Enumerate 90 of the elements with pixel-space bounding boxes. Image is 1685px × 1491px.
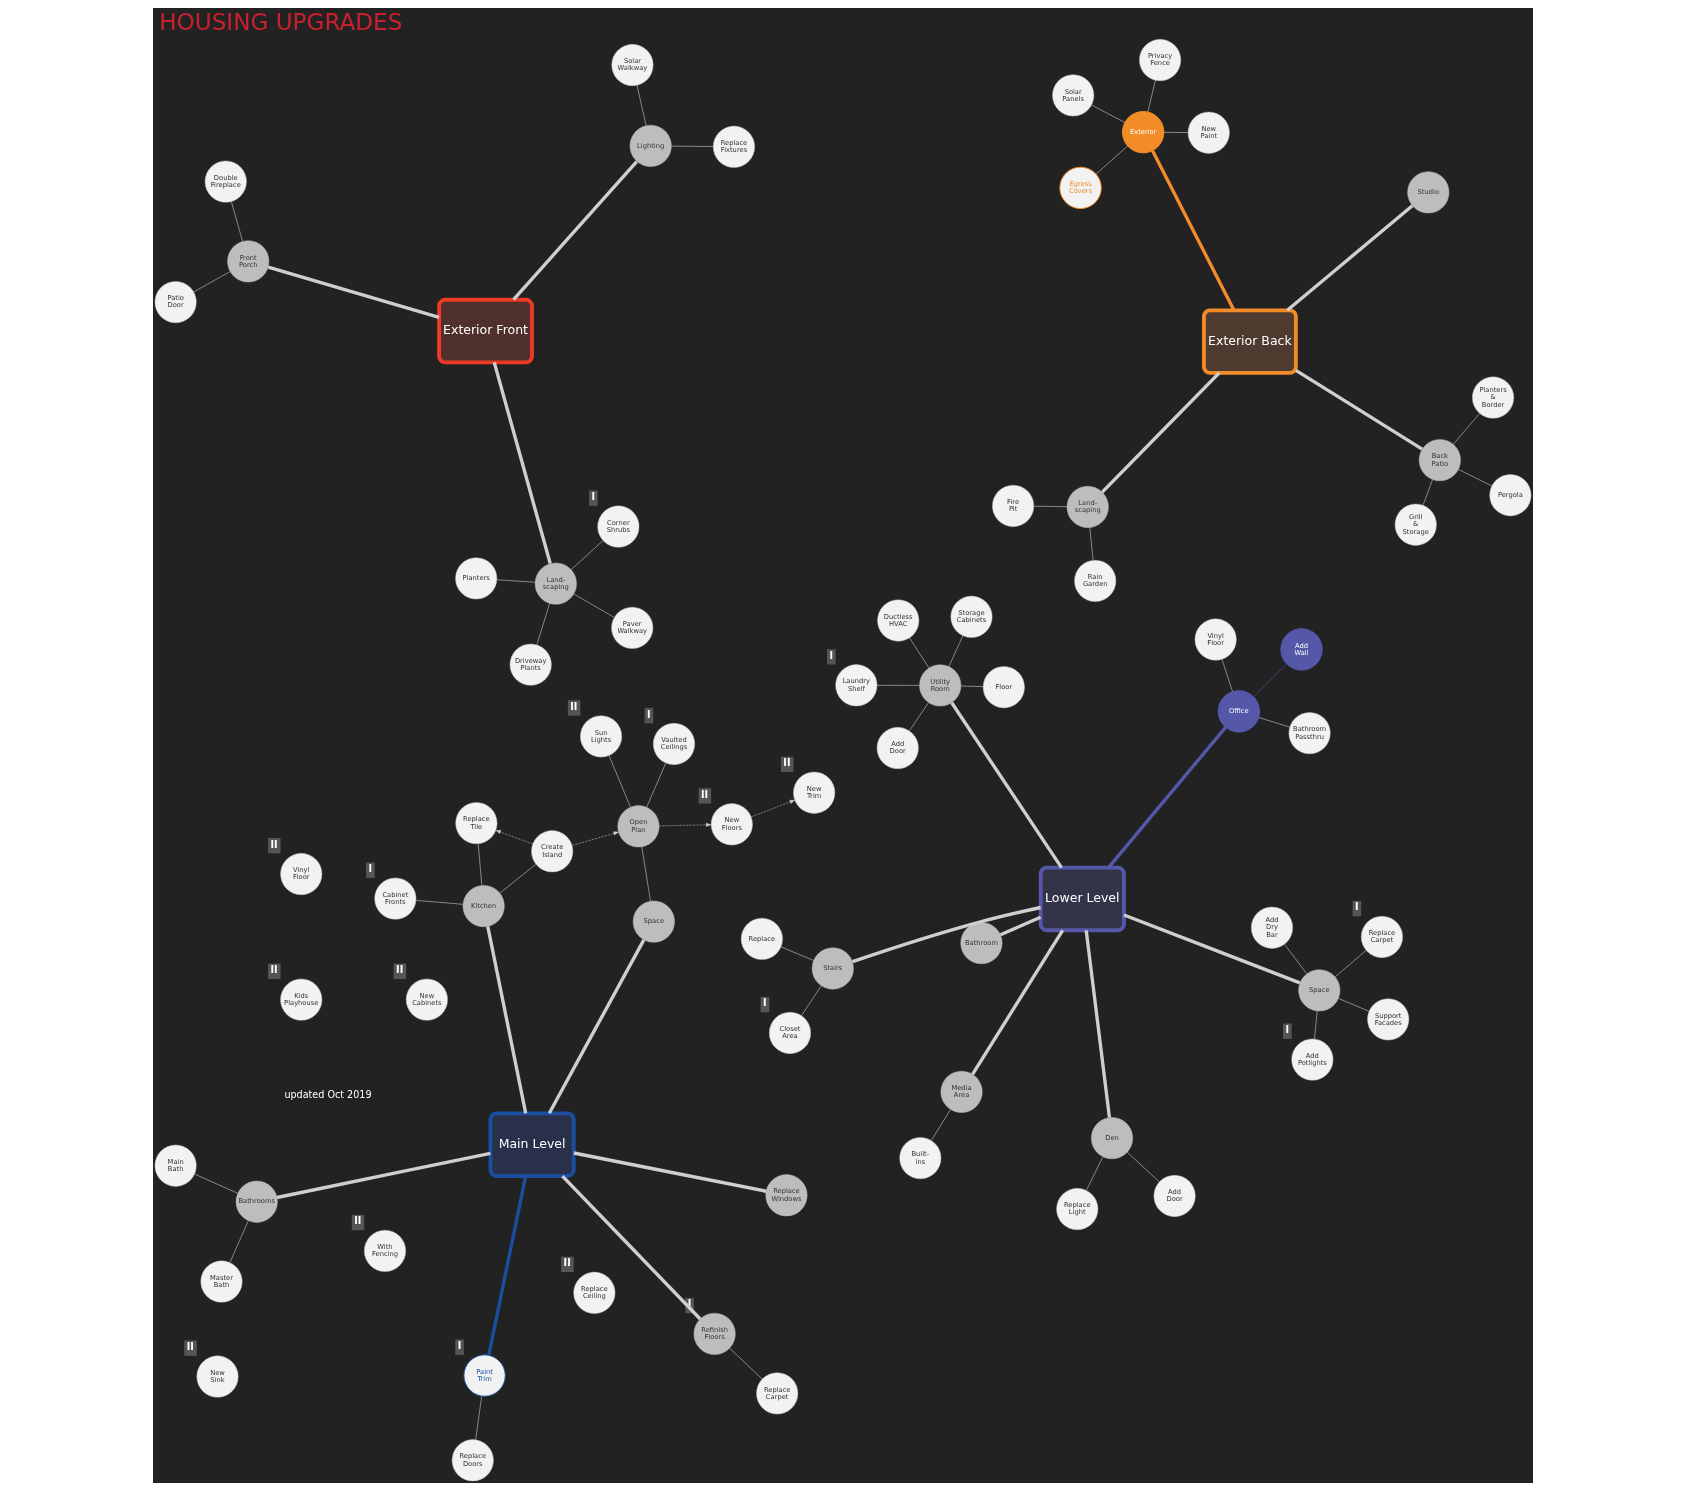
arrow	[495, 830, 533, 845]
node-label: I	[590, 491, 595, 503]
node-label: II	[186, 1341, 194, 1353]
node-label: II	[700, 788, 708, 800]
node-box: Exterior Front	[436, 297, 534, 365]
connector	[229, 1220, 249, 1263]
connector	[573, 1151, 766, 1193]
connector	[474, 1395, 482, 1440]
node-label: II	[782, 757, 791, 769]
connector	[641, 846, 651, 902]
connector	[1084, 930, 1111, 1118]
connector	[572, 593, 615, 618]
connector	[415, 900, 463, 905]
connector	[908, 637, 929, 669]
arrow	[658, 822, 711, 827]
connector	[908, 702, 929, 732]
connector	[1294, 368, 1423, 451]
label: updated Oct 2019	[283, 1088, 372, 1100]
arrow	[571, 831, 619, 846]
node-label: II	[569, 700, 577, 712]
connector	[948, 635, 963, 667]
connector	[1095, 145, 1128, 175]
connector	[485, 926, 527, 1114]
connector	[1258, 717, 1290, 728]
connector	[1334, 950, 1366, 978]
connector	[1122, 913, 1300, 985]
node-label: II	[395, 964, 403, 976]
connector	[1452, 413, 1480, 445]
connector	[230, 201, 243, 242]
connector	[477, 843, 482, 886]
connector	[536, 603, 550, 646]
connector	[1457, 469, 1492, 487]
connector	[499, 864, 536, 894]
node-label: II	[269, 964, 278, 976]
connector	[486, 1175, 527, 1356]
connector	[1126, 1152, 1159, 1183]
connector	[570, 540, 603, 570]
connector	[949, 701, 1063, 869]
connector	[851, 905, 1041, 964]
node-label: II	[353, 1215, 361, 1227]
connector	[1150, 149, 1235, 312]
connector	[1163, 132, 1188, 133]
connector	[547, 939, 645, 1114]
connector	[1285, 204, 1413, 312]
connector	[876, 685, 920, 686]
connector	[276, 1151, 491, 1200]
connector	[999, 915, 1041, 937]
connector	[496, 579, 535, 583]
connector	[1422, 479, 1433, 506]
connector	[930, 1109, 951, 1141]
connector	[492, 361, 552, 565]
connector	[1252, 663, 1287, 697]
connector	[1147, 80, 1156, 113]
connector	[1283, 944, 1307, 974]
node-label: I	[1354, 901, 1359, 913]
connector	[608, 755, 631, 808]
node-box: Main Level	[488, 1111, 576, 1178]
connector	[1337, 998, 1369, 1012]
node-box: Lower Level	[1038, 865, 1126, 933]
diagram-title: HOUSING UPGRADES	[158, 9, 402, 36]
connector	[267, 265, 440, 319]
node-label: I	[367, 863, 372, 875]
connector	[645, 762, 666, 808]
node-label: I	[1284, 1024, 1289, 1036]
connector	[1033, 505, 1067, 507]
node-label: II	[269, 838, 278, 850]
node-label: I	[828, 649, 833, 661]
connector	[1221, 659, 1233, 692]
connector	[728, 1348, 762, 1380]
node-label: II	[563, 1257, 571, 1269]
connector	[1090, 104, 1125, 123]
connector	[1313, 1010, 1317, 1040]
connector	[670, 145, 713, 147]
connector	[511, 160, 638, 301]
node-label: I	[457, 1340, 461, 1352]
connector	[970, 929, 1064, 1076]
connector	[1085, 1156, 1103, 1191]
connector	[960, 685, 983, 687]
connector	[193, 1173, 238, 1194]
connector	[1106, 726, 1227, 869]
connector	[636, 84, 646, 126]
connector	[780, 946, 814, 961]
connector	[1089, 527, 1093, 561]
connector	[800, 985, 822, 1016]
node-label: I	[646, 708, 651, 720]
arrow	[750, 799, 795, 818]
node-box: Exterior Back	[1201, 308, 1298, 375]
node-label: I	[762, 997, 767, 1009]
connector	[193, 271, 230, 293]
connector	[1100, 371, 1220, 494]
